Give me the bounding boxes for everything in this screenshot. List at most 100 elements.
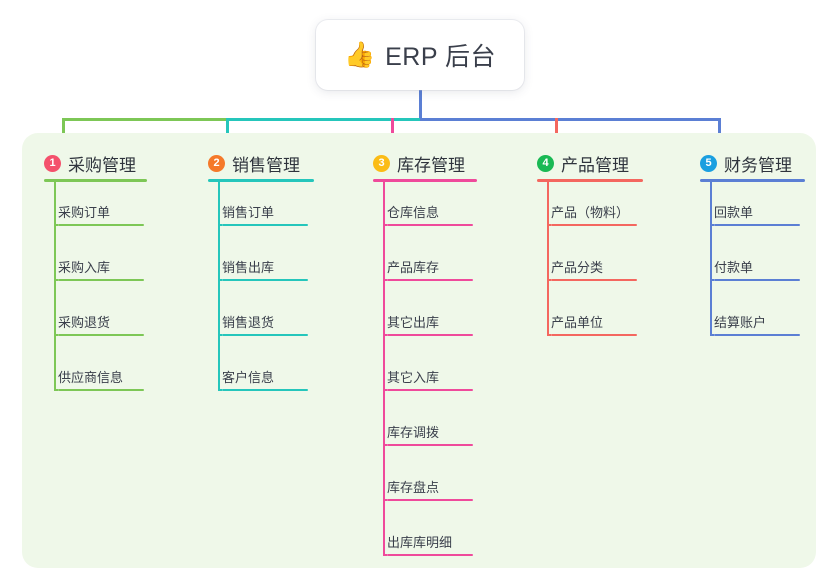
branch-item[interactable]: 采购订单 <box>58 200 144 226</box>
branch-item-connector <box>218 224 222 226</box>
branch-spine <box>54 179 56 391</box>
branch-item-label: 结算账户 <box>714 315 767 330</box>
branch-item-connector <box>710 224 714 226</box>
branch-item[interactable]: 采购入库 <box>58 255 144 281</box>
branch-item[interactable]: 销售出库 <box>222 255 308 281</box>
branch-item-rule <box>551 279 637 281</box>
root-node[interactable]: 👍 ERP 后台 <box>316 20 524 90</box>
branch-item[interactable]: 产品分类 <box>551 255 637 281</box>
branch-item-rule <box>551 224 637 226</box>
branch-item[interactable]: 付款单 <box>714 255 800 281</box>
branch-item-label: 库存调拨 <box>387 425 440 440</box>
branch-item-label: 库存盘点 <box>387 480 440 495</box>
branch-number-badge: 4 <box>537 155 554 172</box>
branch-item[interactable]: 库存调拨 <box>387 420 473 446</box>
branch-header-库存管理[interactable]: 3 库存管理 <box>373 151 465 176</box>
branch-drop-connector-库存管理 <box>391 118 394 147</box>
branch-item[interactable]: 其它出库 <box>387 310 473 336</box>
branch-item-connector <box>54 389 58 391</box>
branch-item-connector <box>710 279 714 281</box>
branch-item-connector <box>547 224 551 226</box>
branch-header-rule <box>44 179 147 182</box>
branch-item-connector <box>383 389 387 391</box>
branch-item-rule <box>714 279 800 281</box>
branch-item[interactable]: 产品（物料） <box>551 200 637 226</box>
branch-item-connector <box>54 224 58 226</box>
branch-item-connector <box>218 389 222 391</box>
branch-item[interactable]: 结算账户 <box>714 310 800 336</box>
branch-item[interactable]: 采购退货 <box>58 310 144 336</box>
branch-item-connector <box>54 334 58 336</box>
branch-item[interactable]: 供应商信息 <box>58 365 144 391</box>
root-stem-connector <box>419 90 422 121</box>
branch-item-label: 供应商信息 <box>58 370 124 385</box>
branch-item[interactable]: 产品单位 <box>551 310 637 336</box>
branch-item[interactable]: 其它入库 <box>387 365 473 391</box>
branch-item[interactable]: 出库库明细 <box>387 530 473 556</box>
root-node-content: 👍 ERP 后台 <box>344 37 496 73</box>
branch-item-label: 产品库存 <box>387 260 440 275</box>
branch-item-rule <box>222 334 308 336</box>
branch-header-rule <box>373 179 477 182</box>
branch-label: 库存管理 <box>397 156 465 175</box>
branch-item[interactable]: 销售退货 <box>222 310 308 336</box>
trunk-segment-2 <box>226 118 420 121</box>
branch-drop-connector-采购管理 <box>62 118 65 147</box>
branch-item-label: 采购退货 <box>58 315 111 330</box>
branch-number-badge: 5 <box>700 155 717 172</box>
branch-header-销售管理[interactable]: 2 销售管理 <box>208 151 300 176</box>
branch-item-label: 付款单 <box>714 260 754 275</box>
root-node-label: ERP 后台 <box>385 43 497 71</box>
branch-item-rule <box>58 334 144 336</box>
branch-item-label: 采购入库 <box>58 260 111 275</box>
trunk-segment-3 <box>420 118 721 121</box>
branch-number-badge: 3 <box>373 155 390 172</box>
branch-item-rule <box>222 389 308 391</box>
branch-item-label: 销售订单 <box>222 205 275 220</box>
branch-item-connector <box>547 279 551 281</box>
branch-item[interactable]: 客户信息 <box>222 365 308 391</box>
branch-header-rule <box>700 179 805 182</box>
trunk-segment-1 <box>62 118 226 121</box>
branch-spine <box>710 179 712 336</box>
branch-item-rule <box>222 279 308 281</box>
branch-item[interactable]: 回款单 <box>714 200 800 226</box>
branch-label: 销售管理 <box>232 156 300 175</box>
branch-item[interactable]: 产品库存 <box>387 255 473 281</box>
branch-item-label: 销售出库 <box>222 260 275 275</box>
branch-drop-connector-产品管理 <box>555 118 558 147</box>
branch-item-label: 客户信息 <box>222 370 275 385</box>
branch-item[interactable]: 销售订单 <box>222 200 308 226</box>
branch-spine <box>218 179 220 391</box>
branch-item-label: 产品（物料） <box>551 205 630 220</box>
branch-item-rule <box>58 389 144 391</box>
branch-item-rule <box>387 279 473 281</box>
branch-item-connector <box>710 334 714 336</box>
branch-item-rule <box>58 224 144 226</box>
branch-item[interactable]: 库存盘点 <box>387 475 473 501</box>
branch-item-label: 销售退货 <box>222 315 275 330</box>
thumbs-up-icon: 👍 <box>343 40 376 69</box>
branch-item-label: 仓库信息 <box>387 205 440 220</box>
branch-item-connector <box>383 554 387 556</box>
branch-item-label: 其它入库 <box>387 370 440 385</box>
branch-number-badge: 2 <box>208 155 225 172</box>
branch-item-connector <box>218 334 222 336</box>
branch-item-rule <box>387 224 473 226</box>
branch-item-label: 其它出库 <box>387 315 440 330</box>
branch-item[interactable]: 仓库信息 <box>387 200 473 226</box>
branch-number-badge: 1 <box>44 155 61 172</box>
branch-item-connector <box>54 279 58 281</box>
branch-item-connector <box>383 334 387 336</box>
branch-item-label: 回款单 <box>714 205 754 220</box>
branch-item-label: 采购订单 <box>58 205 111 220</box>
branch-spine <box>547 179 549 336</box>
branch-drop-connector-财务管理 <box>718 118 721 147</box>
branch-item-rule <box>387 499 473 501</box>
branch-spine <box>383 179 385 556</box>
branch-item-connector <box>547 334 551 336</box>
branch-item-rule <box>387 554 473 556</box>
